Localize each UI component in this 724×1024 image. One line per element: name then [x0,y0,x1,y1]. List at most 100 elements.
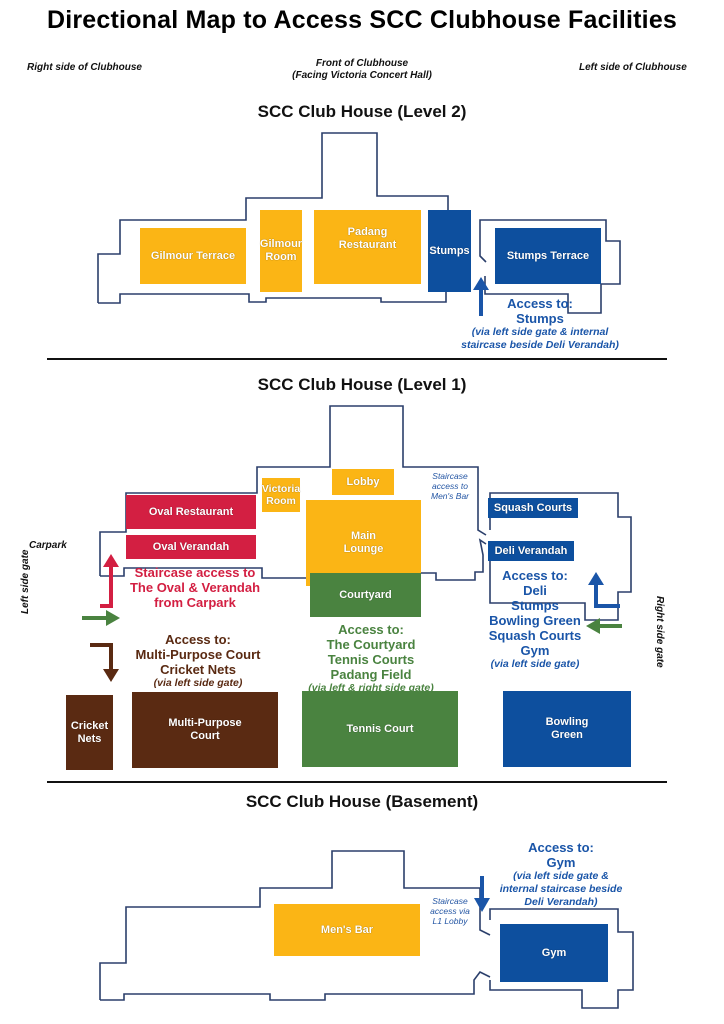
level1-outline-main-bottom [100,538,487,581]
cricket-line2: Nets [77,732,102,745]
level2-heading: SCC Club House (Level 2) [257,102,467,121]
room-padang-restaurant: Padang Restaurant [314,210,421,284]
blue-access-item: Stumps [511,598,559,613]
staircase-note-l1-lobby: Staircase access via L1 Lobby [426,896,474,926]
divider [47,781,667,783]
room-squash-courts: Squash Courts [488,498,578,518]
note-line: Staircase [432,471,468,481]
right-gate-label: Right side gate [654,596,665,668]
note-line: Staircase [432,896,468,906]
basement-arrow-down-icon [474,876,490,912]
room-victoria-room: Victoria Room [262,478,300,512]
bowling-line2: Green [551,729,583,741]
access-item: Gym [546,855,576,870]
divider [47,358,667,360]
brown-access-via: (via left side gate) [153,677,243,689]
green-access-item: The Courtyard [326,637,416,652]
green-arrow-right-icon [82,610,120,626]
blue-access: Access to: Deli Stumps Bowling Green Squ… [480,568,590,671]
green-access-item: Padang Field [330,667,412,682]
front-label-line2: (Facing Victoria Concert Hall) [292,70,432,81]
access-heading: Access to: [528,840,594,855]
room-main-lounge: Main Lounge [306,500,421,586]
red-staircase-arrow-icon [100,554,119,608]
access-via-line: (via left side gate & [513,870,609,882]
right-side-label: Right side of Clubhouse [27,62,142,73]
access-via-line1: (via left side gate & internal [471,326,609,338]
basement-outline-right [489,908,634,1009]
victoria-line1: Victoria [261,482,301,495]
cricket-line1: Cricket [70,719,109,732]
green-access-heading: Access to: [338,622,404,637]
green-access: Access to: The Courtyard Tennis Courts P… [290,622,452,695]
arrow-up-icon [473,277,489,316]
ground-bowling-green: Bowling Green [503,691,631,767]
level1-heading: SCC Club House (Level 1) [257,375,467,394]
gilmour-room-line1: Gilmour [259,238,303,251]
room-gilmour-terrace: Gilmour Terrace [140,228,246,284]
ground-tennis-court: Tennis Court [302,691,458,767]
main-lounge-line1: Main [350,530,377,543]
blue-access-item: Bowling Green [489,613,581,628]
level1-outline-right [489,492,632,621]
basement-heading: SCC Club House (Basement) [245,792,479,811]
room-mens-bar: Men's Bar [274,904,420,956]
blue-arrow-up-icon [588,572,620,608]
red-access-line: Staircase access to [134,565,256,580]
carpark-label: Carpark [29,540,67,551]
brown-access: Access to: Multi-Purpose Court Cricket N… [118,632,278,690]
left-gate-label: Left side gate [20,550,31,614]
green-access-item: Tennis Courts [327,652,415,667]
blue-access-heading: Access to: [502,568,568,583]
room-deli-verandah: Deli Verandah [488,541,574,561]
brown-access-item: Cricket Nets [160,662,236,677]
basement-access-gym: Access to: Gym (via left side gate & int… [488,840,634,909]
room-oval-restaurant: Oval Restaurant [126,495,256,529]
padang-line1: Padang [347,226,388,239]
page-title: Directional Map to Access SCC Clubhouse … [46,6,678,34]
bowling-line1: Bowling [545,716,589,729]
ground-cricket-nets: Cricket Nets [66,695,113,770]
note-line: access via [430,906,470,916]
right-gate-text: Right side gate [654,596,665,668]
access-item: Stumps [516,311,564,326]
access-via-line2: staircase beside Deli Verandah) [461,339,619,351]
brown-access-item: Multi-Purpose Court [135,647,261,662]
front-label: Front of Clubhouse (Facing Victoria Conc… [250,58,474,82]
gilmour-room-line2: Room [265,251,297,263]
blue-access-via: (via left side gate) [490,658,580,670]
level2-access-stumps: Access to: Stumps (via left side gate & … [450,296,630,352]
level1-outline-main [99,405,487,576]
staircase-note-mens-bar: Staircase access to Men's Bar [424,471,476,501]
red-access-staircase: Staircase access to The Oval & Verandah … [120,565,270,610]
brown-access-heading: Access to: [165,632,231,647]
room-lobby: Lobby [332,469,394,495]
basement-outline-main-bottom [100,970,491,1001]
padang-line2: Restaurant [338,239,397,251]
blue-access-item: Deli [523,583,547,598]
mpc-line2: Court [190,730,220,742]
room-courtyard: Courtyard [310,573,421,617]
mpc-line1: Multi-Purpose [168,717,242,730]
blue-access-item: Squash Courts [488,628,582,643]
front-label-line1: Front of Clubhouse [315,58,409,69]
note-line: Men's Bar [431,491,469,501]
access-heading: Access to: [507,296,573,311]
ground-multi-purpose-court: Multi-Purpose Court [132,692,278,768]
room-stumps-terrace: Stumps Terrace [495,228,601,284]
red-access-line: The Oval & Verandah [129,580,261,595]
room-stumps: Stumps [428,210,471,292]
brown-arrow-down-icon [90,643,119,682]
victoria-line2: Room [266,495,296,507]
main-lounge-line2: Lounge [343,543,384,555]
room-gilmour-room: Gilmour Room [260,210,302,292]
left-gate-text: Left side gate [20,549,31,614]
red-access-line: from Carpark [154,595,236,610]
access-via-line: Deli Verandah) [524,896,598,908]
left-side-label: Left side of Clubhouse [579,62,687,73]
level2-outline-right [479,219,621,314]
note-line: L1 Lobby [432,916,468,926]
room-gym: Gym [500,924,608,982]
note-line: access to [432,481,468,491]
